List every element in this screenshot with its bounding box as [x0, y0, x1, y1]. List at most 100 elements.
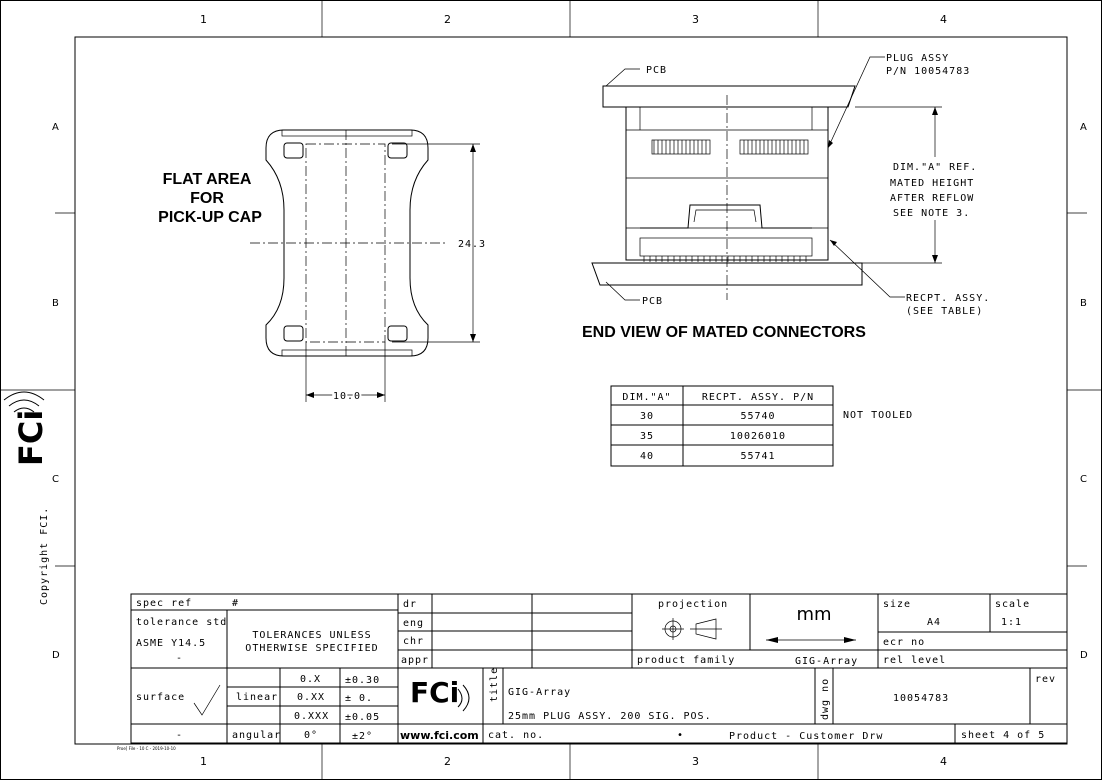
tol-row-1-value: ±0.30 [345, 675, 380, 686]
title-label: title [489, 667, 500, 702]
product-family-value: GIG-Array [795, 656, 858, 667]
angular-label: angular [232, 730, 281, 741]
surface-label: surface [136, 692, 185, 703]
table-row-1-pn: 55740 [740, 411, 775, 422]
end-view-title: END VIEW OF MATED CONNECTORS [582, 324, 866, 341]
zone-col-2-top: 2 [444, 13, 451, 26]
zone-row-c-right: C [1080, 474, 1087, 485]
dwg-no-label: dwg no [820, 678, 831, 720]
tol-row-2-value: ± 0. [345, 693, 373, 704]
sheet-number: sheet 4 of 5 [961, 730, 1045, 741]
spec-ref-value: # [232, 598, 239, 609]
size-value: A4 [927, 617, 941, 628]
ecr-label: ecr no [883, 637, 925, 648]
side-logo: FCi [3, 391, 50, 466]
tol-row-3-format: 0.XXX [294, 711, 329, 722]
table-row-3-dim: 40 [640, 451, 654, 462]
spec-ref-label: spec ref [136, 598, 192, 609]
plug-assy-line-1: PLUG ASSY [886, 53, 949, 64]
cat-no-label: cat. no. [488, 730, 544, 741]
table-row-2-pn: 10026010 [730, 431, 786, 442]
dim-24-3: 24.3 [458, 239, 486, 250]
dim-a-note-2: MATED HEIGHT [890, 178, 974, 189]
svg-text:FCi: FCi [12, 410, 50, 466]
tolerance-std-value: ASME Y14.5 [136, 638, 206, 649]
cat-no-dot: • [677, 730, 684, 741]
inner-border [74, 36, 1068, 745]
table-row-3-pn: 55741 [740, 451, 775, 462]
dr-label: dr [403, 599, 417, 610]
table-header-pn: RECPT. ASSY. P/N [702, 392, 814, 403]
flat-area-line-1: FLAT AREA [163, 171, 252, 188]
title-main: GIG-Array [508, 687, 571, 698]
tolerance-std-label: tolerance std [136, 617, 227, 628]
dim-10-0: 10.0 [333, 391, 361, 402]
title-block-grid [130, 593, 1068, 744]
zone-col-4-bottom: 4 [940, 755, 947, 768]
product-family-label: product family [637, 655, 735, 666]
angular-value: 0° [304, 730, 318, 741]
tol-row-1-format: 0.X [300, 674, 321, 685]
units-value: mm [796, 604, 831, 625]
appr-label: appr [401, 655, 429, 666]
zone-row-a-right: A [1080, 122, 1087, 133]
zone-col-1-top: 1 [200, 13, 207, 26]
angular-tol: ±2° [352, 731, 373, 742]
units-arrows [766, 637, 856, 643]
dim-a-note-3: AFTER REFLOW [890, 193, 974, 204]
zone-row-d-right: D [1080, 650, 1088, 661]
scale-value: 1:1 [1001, 617, 1022, 628]
plug-assy-line-2: P/N 10054783 [886, 66, 970, 77]
linear-label: linear [236, 692, 278, 703]
eng-label: eng [403, 618, 424, 629]
surface-check-icon [193, 684, 221, 716]
tolerances-line-2: OTHERWISE SPECIFIED [245, 643, 378, 654]
table-row-1-dim: 30 [640, 411, 654, 422]
tol-row-3-value: ±0.05 [345, 712, 380, 723]
recpt-assy-line-1: RECPT. ASSY. [906, 293, 990, 304]
flat-area-line-2: FOR [190, 190, 224, 207]
zone-col-3-top: 3 [692, 13, 699, 26]
dwg-no-value: 10054783 [893, 693, 949, 704]
website-text: www.fci.com [400, 729, 479, 742]
tolerances-line-1: TOLERANCES UNLESS [252, 630, 371, 641]
zone-col-2-bottom: 2 [444, 755, 451, 768]
surface-dash: - [176, 730, 183, 741]
customer-drw: Product - Customer Drw [729, 731, 883, 742]
table-row-2-dim: 35 [640, 431, 654, 442]
zone-row-b-right: B [1080, 298, 1087, 309]
size-label: size [883, 599, 911, 610]
zone-col-1-bottom: 1 [200, 755, 207, 768]
footer-small-text: Proe[ File - 10 C - 2019-10-10 [117, 746, 176, 751]
scale-label: scale [995, 599, 1030, 610]
tolerance-std-dash: - [176, 653, 183, 664]
dim-a-note-4: SEE NOTE 3. [893, 208, 970, 219]
pcb-top-label: PCB [646, 65, 667, 76]
first-angle-projection-icon [662, 618, 722, 640]
zone-col-3-bottom: 3 [692, 755, 699, 768]
zone-col-4-top: 4 [940, 13, 947, 26]
tol-row-2-format: 0.XX [297, 692, 325, 703]
projection-label: projection [658, 599, 728, 610]
dim-a-note-1: DIM."A" REF. [893, 162, 977, 173]
zone-row-a-left: A [52, 122, 59, 133]
not-tooled-note: NOT TOOLED [843, 410, 913, 421]
zone-row-c-left: C [52, 474, 59, 485]
recpt-assy-line-2: (SEE TABLE) [906, 306, 983, 317]
zone-row-b-left: B [52, 298, 59, 309]
rel-level-label: rel level [883, 655, 946, 666]
flat-area-line-3: PICK-UP CAP [158, 209, 262, 226]
svg-text:FCi: FCi [410, 676, 459, 709]
title-sub: 25mm PLUG ASSY. 200 SIG. POS. [508, 711, 712, 722]
pickup-cap-view [250, 129, 480, 402]
chr-label: chr [403, 636, 424, 647]
zone-row-d-left: D [52, 650, 60, 661]
fci-logo: FCi [410, 676, 470, 712]
end-view-drawing [591, 56, 942, 301]
rev-label: rev [1035, 674, 1056, 685]
pcb-bottom-label: PCB [642, 296, 663, 307]
table-header-dim-a: DIM."A" [622, 392, 671, 403]
recpt-table-grid [610, 385, 834, 467]
